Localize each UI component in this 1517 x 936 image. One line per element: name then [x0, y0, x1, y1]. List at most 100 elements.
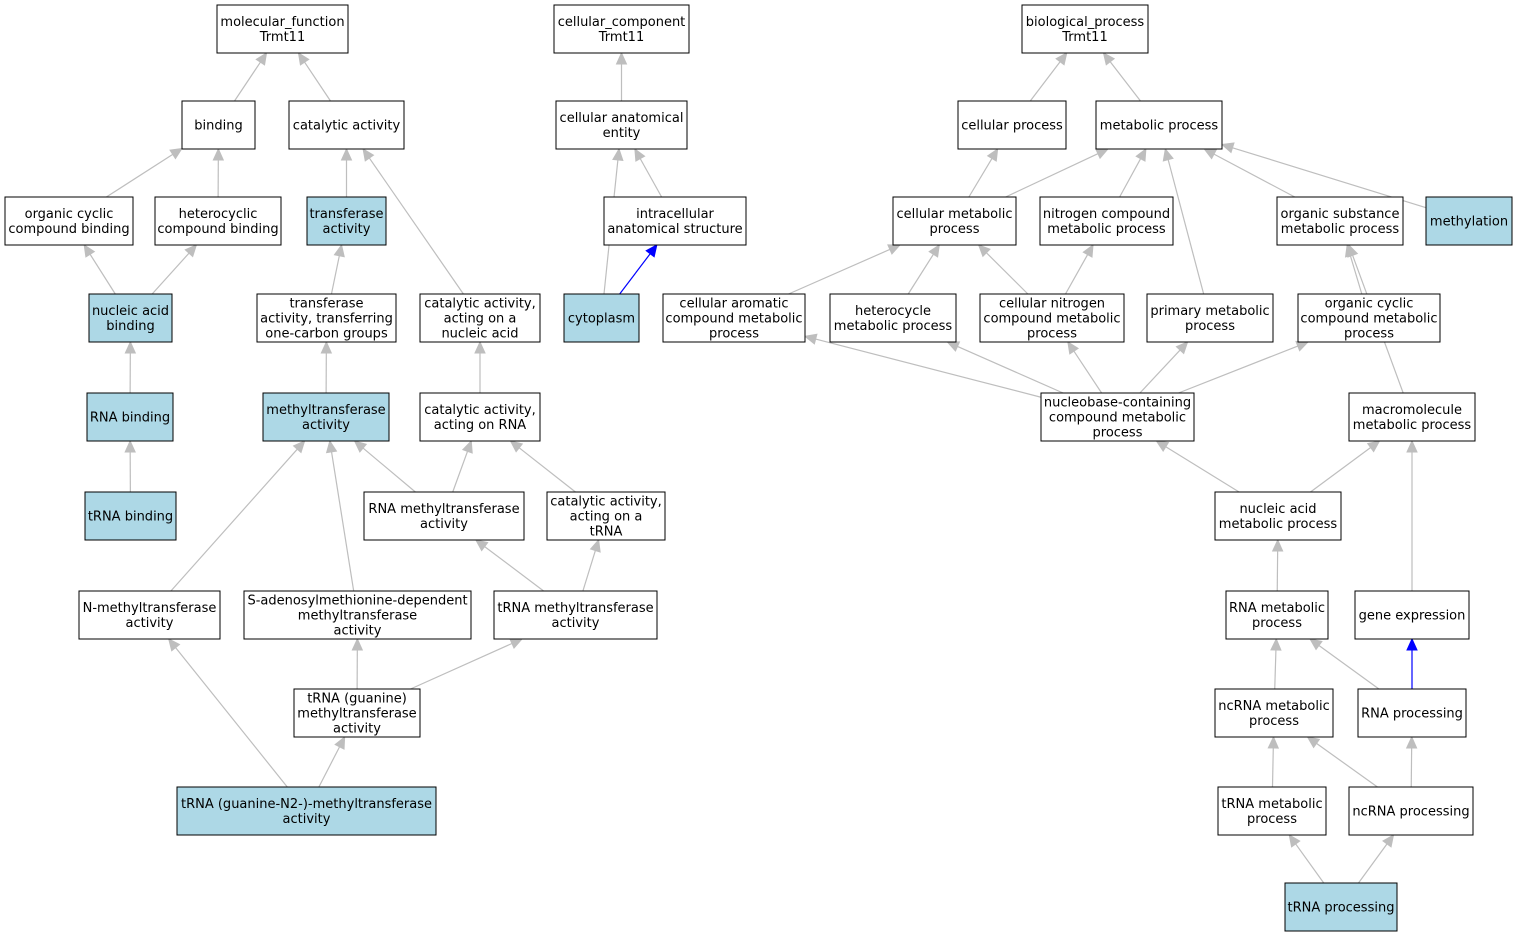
node-label-line: ncRNA metabolic	[1218, 699, 1329, 714]
arrow-head-icon	[1366, 440, 1381, 453]
edge-ncrnamp-to-rnamp	[1270, 637, 1282, 690]
node-label-line: catalytic activity,	[424, 297, 536, 312]
edge-line	[304, 61, 331, 102]
arrow-head-icon	[1067, 340, 1080, 355]
arrow-head-icon	[615, 51, 628, 65]
go-term-node-tgn2[interactable]: tRNA (guanine-N2-)-methyltransferaseacti…	[176, 786, 437, 836]
arrow-head-icon	[509, 440, 524, 453]
node-label-line: metabolic process	[1100, 119, 1219, 134]
node-box	[1354, 590, 1470, 640]
node-label-line: metabolic process	[1219, 517, 1338, 532]
node-label-line: N-methyltransferase	[83, 601, 217, 616]
node-label-line: compound metabolic	[1300, 312, 1437, 327]
node-label-line: transferase	[309, 207, 383, 222]
go-term-node-rnap[interactable]: RNA processing	[1357, 688, 1467, 738]
node-label-line: metabolic process	[1281, 222, 1400, 237]
node-label-line: organic substance	[1281, 207, 1400, 222]
node-box	[78, 590, 221, 640]
node-label-line: methylation	[1430, 215, 1508, 230]
edge-rnap-to-ge	[1406, 637, 1418, 689]
go-term-node-mp[interactable]: metabolic process	[1095, 100, 1223, 150]
arrow-head-icon	[1405, 735, 1418, 749]
node-box	[1276, 196, 1404, 246]
edge-trnamp-to-ncrnamp	[1267, 735, 1280, 788]
arrow-head-icon	[1082, 243, 1094, 258]
arrow-head-icon	[212, 147, 225, 161]
go-term-node-cyto[interactable]: cytoplasm	[563, 293, 640, 343]
node-label-line: activity, transferring	[260, 312, 393, 327]
node-label-line: process	[930, 222, 980, 237]
node-label-line: process	[1093, 426, 1143, 441]
go-term-node-catact[interactable]: catalytic activity	[288, 100, 405, 150]
arrow-head-icon	[1135, 147, 1147, 162]
edge-line	[1316, 742, 1378, 788]
edge-ncmp-to-mp	[1119, 147, 1147, 198]
edge-ias-to-cae	[634, 147, 663, 198]
go-term-node-cp[interactable]: cellular process	[957, 100, 1067, 150]
edge-mp-to-bp	[1102, 52, 1141, 102]
node-label-line: methyltransferase	[298, 609, 417, 624]
node-box	[1021, 4, 1149, 54]
go-term-node-carna[interactable]: catalytic activity,acting on RNA	[419, 392, 541, 442]
arrow-head-icon	[645, 244, 658, 258]
go-term-node-ncrnap[interactable]: ncRNA processing	[1348, 786, 1474, 836]
node-label-line: tRNA (guanine-N2-)-methyltransferase	[181, 797, 432, 812]
node-box	[288, 100, 405, 150]
go-term-node-trnab[interactable]: tRNA binding	[84, 491, 177, 541]
node-label-line: binding	[106, 319, 154, 334]
arrow-head-icon	[184, 244, 198, 258]
node-label-line: acting on a	[444, 312, 517, 327]
go-term-node-meth[interactable]: methylation	[1425, 196, 1513, 246]
edge-line	[1358, 843, 1388, 884]
go-term-node-binding[interactable]: binding	[181, 100, 256, 150]
edge-line	[234, 61, 261, 102]
edge-line	[1073, 350, 1103, 394]
edge-line	[410, 642, 513, 690]
node-label-line: tRNA processing	[1288, 901, 1395, 916]
go-term-node-rnab[interactable]: RNA binding	[86, 392, 174, 442]
node-label-line: activity	[126, 616, 174, 631]
go-term-node-trnap[interactable]: tRNA processing	[1284, 882, 1398, 932]
edge-trnab-to-rnab	[124, 439, 136, 493]
go-term-node-samt[interactable]: S-adenosylmethionine-dependentmethyltran…	[243, 590, 472, 640]
go-term-node-ge[interactable]: gene expression	[1354, 590, 1470, 640]
arrow-head-icon	[509, 638, 524, 649]
edge-cae-to-cc	[615, 51, 628, 101]
node-box	[892, 196, 1017, 246]
node-label-line: cellular metabolic	[897, 207, 1013, 222]
edge-osmp-to-mp	[1203, 148, 1296, 198]
node-box	[957, 100, 1067, 150]
node-box	[4, 196, 134, 246]
